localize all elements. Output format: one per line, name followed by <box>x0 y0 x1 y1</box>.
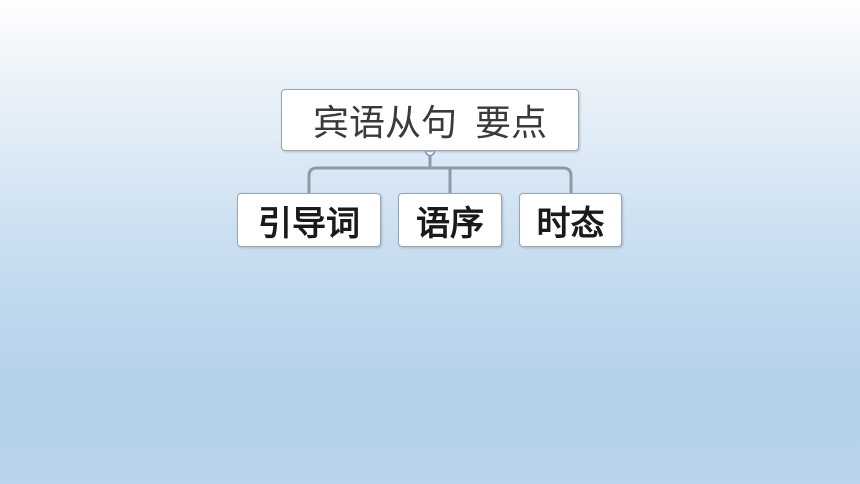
child-node-introducer[interactable]: 引导词 <box>237 193 381 247</box>
child-node-tense[interactable]: 时态 <box>519 193 622 247</box>
root-node[interactable]: 宾语从句要点 <box>281 89 579 151</box>
child-node-label: 引导词 <box>258 203 360 244</box>
child-node-label: 时态 <box>536 203 605 244</box>
connector-bus <box>307 166 573 193</box>
child-node-label: 语序 <box>416 203 484 244</box>
child-node-word-order[interactable]: 语序 <box>398 193 502 247</box>
root-node-subtitle: 要点 <box>475 103 548 144</box>
root-node-title: 宾语从句 <box>312 103 457 144</box>
